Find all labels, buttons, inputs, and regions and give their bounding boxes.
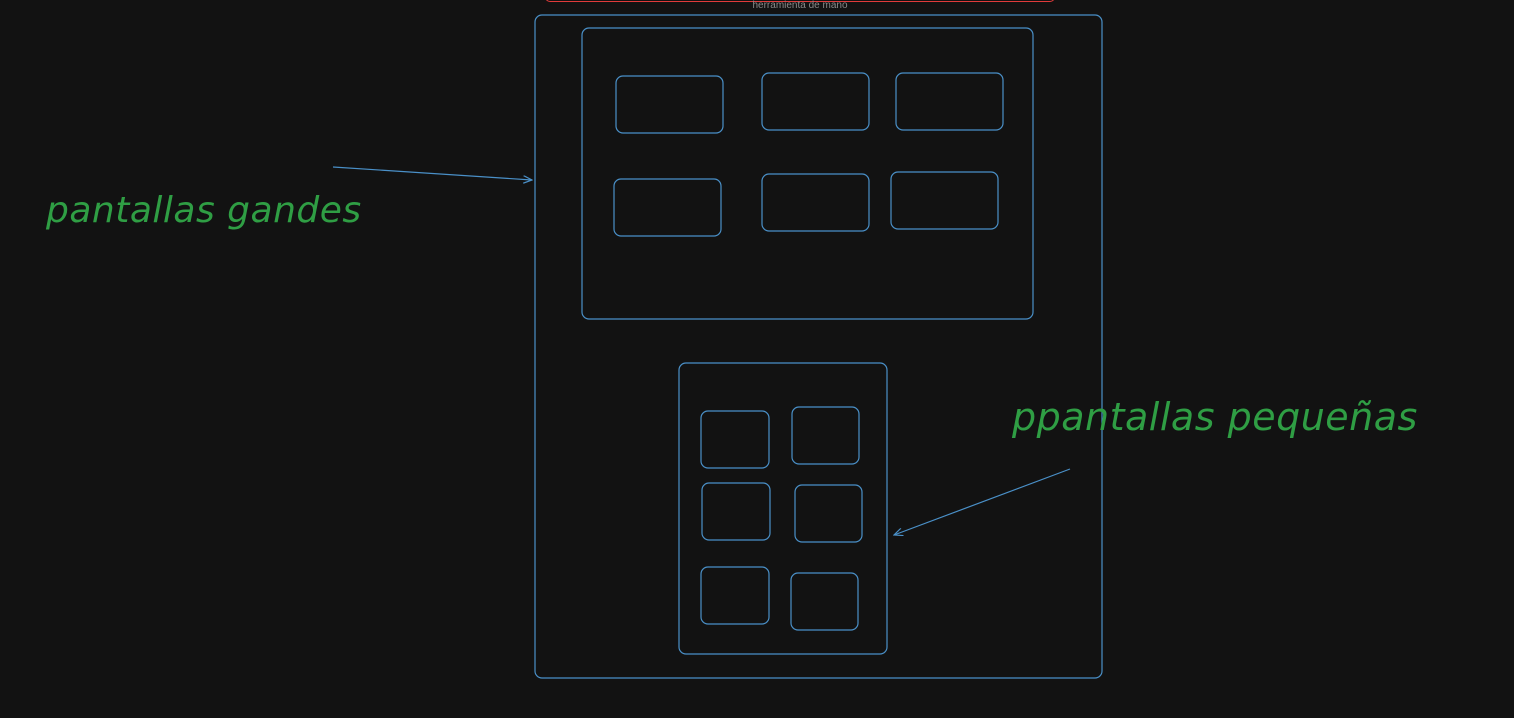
large-screen-tile[interactable] (761, 72, 870, 131)
small-screens-label[interactable]: ppantallas pequeñas (1012, 395, 1418, 439)
outer-frame[interactable] (534, 14, 1103, 679)
large-screen-tile[interactable] (895, 72, 1004, 131)
small-screen-tile[interactable] (790, 572, 859, 631)
small-screen-tile[interactable] (700, 410, 770, 469)
large-screen-tile[interactable] (613, 178, 722, 237)
arrow-to-small-screens[interactable] (894, 468, 1071, 535)
hand-tool-hint: herramienta de mano (752, 0, 848, 11)
large-screen-tile[interactable] (890, 171, 999, 230)
large-screen-tile[interactable] (615, 75, 724, 134)
small-screen-container[interactable] (678, 362, 888, 655)
small-screen-tile[interactable] (700, 566, 770, 625)
large-screen-container[interactable] (581, 27, 1034, 320)
large-screen-tile[interactable] (761, 173, 870, 232)
small-screen-tile[interactable] (701, 482, 771, 541)
small-screen-tile[interactable] (794, 484, 863, 543)
small-screen-tile[interactable] (791, 406, 860, 465)
arrow-to-large-screens[interactable] (332, 166, 532, 180)
large-screens-label[interactable]: pantallas gandes (46, 190, 362, 231)
